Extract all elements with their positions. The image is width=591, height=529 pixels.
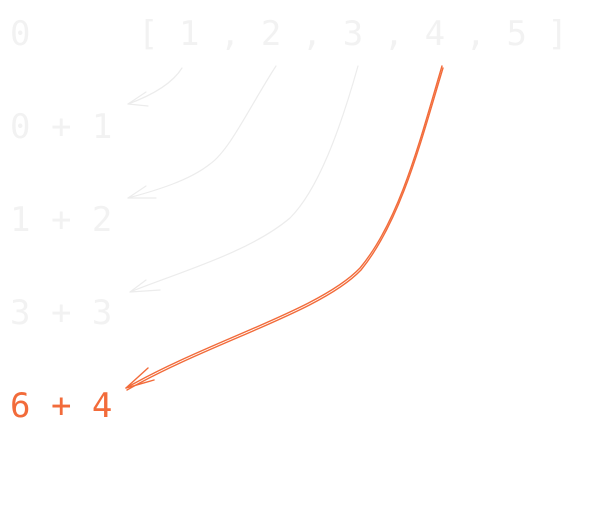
arrow-element-2 bbox=[127, 65, 277, 199]
initial-accumulator: 0 bbox=[10, 14, 31, 54]
arrow-element-4-current bbox=[125, 65, 444, 391]
step-expression-1: 0 + 1 bbox=[10, 107, 113, 147]
step-expression-3: 3 + 3 bbox=[10, 293, 113, 333]
step-expression-2: 1 + 2 bbox=[10, 200, 113, 240]
arrow-element-3 bbox=[129, 65, 359, 293]
array-literal: [ 1 , 2 , 3 , 4 , 5 ] bbox=[138, 14, 568, 54]
step-expression-4-current: 6 + 4 bbox=[10, 386, 113, 426]
arrow-element-1 bbox=[127, 67, 183, 107]
